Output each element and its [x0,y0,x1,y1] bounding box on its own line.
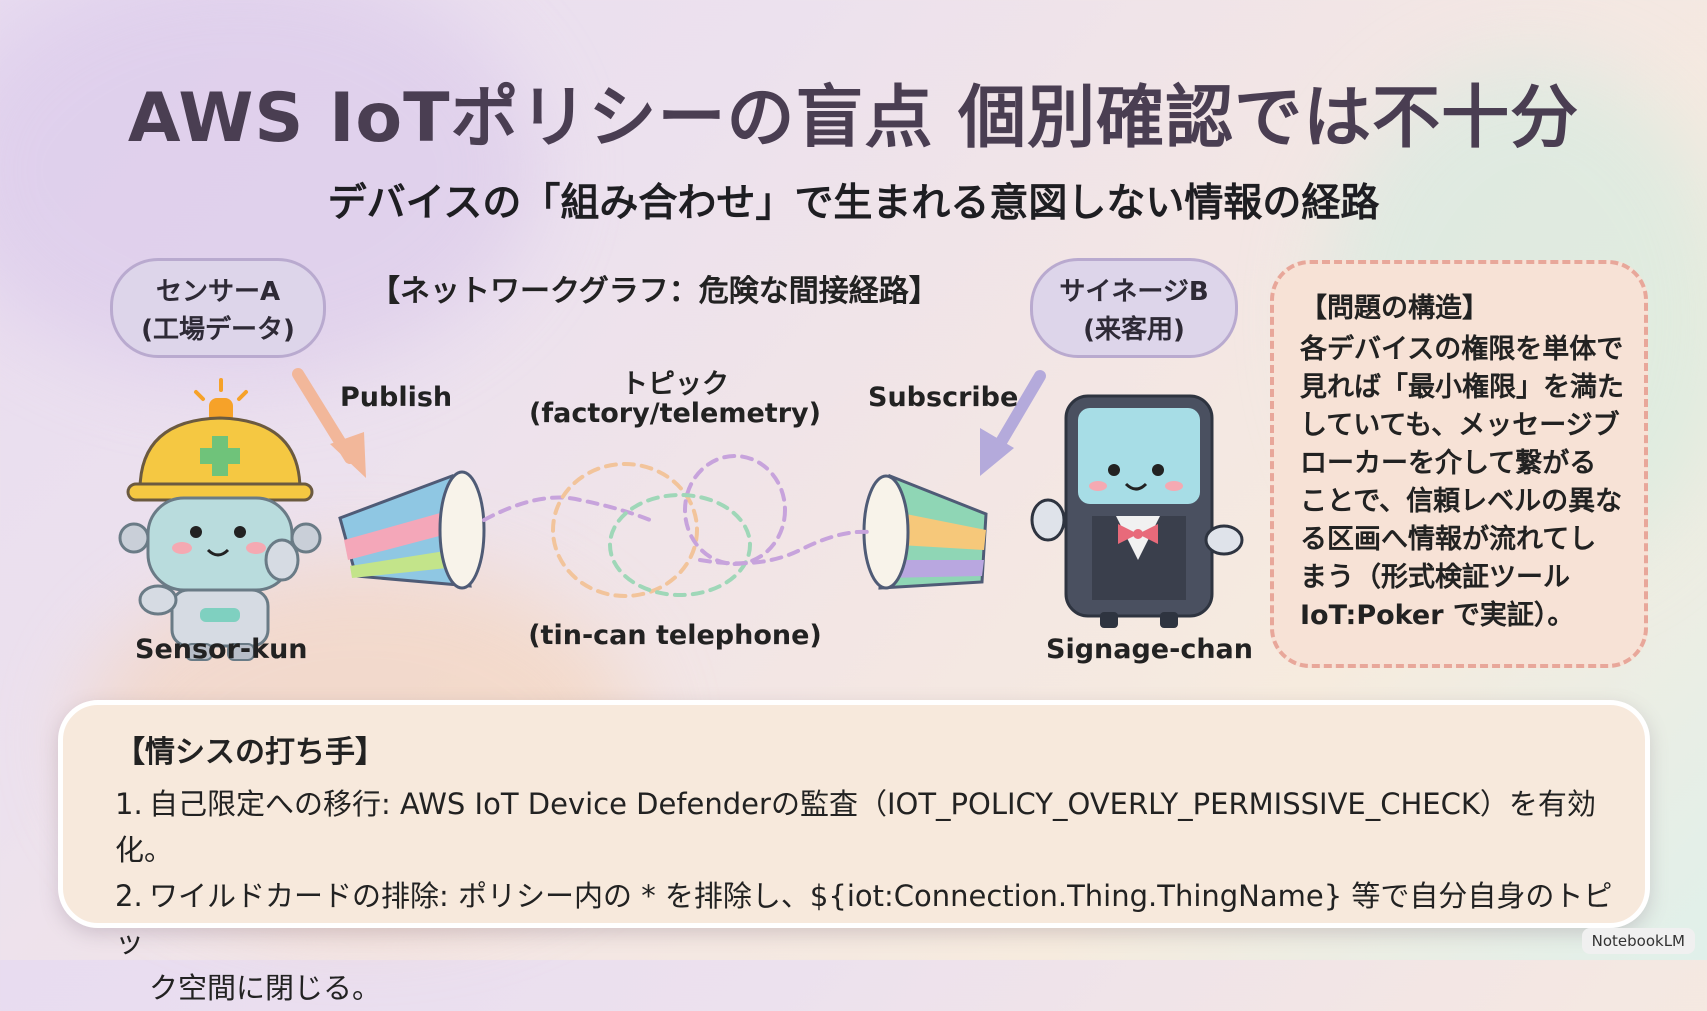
network-graph-heading: 【ネットワークグラフ：危険な間接経路】 [370,274,939,309]
problem-structure-box: 【問題の構造】 各デバイスの権限を単体で 見れば「最小権限」を満た していても、… [1270,260,1648,668]
signage-b-pill-line2: (来客用) [1083,315,1185,345]
sensor-a-pill-line1: センサーA [155,277,281,307]
problem-line: 見れば「最小権限」を満た [1300,372,1624,403]
solution-item-2: 2.ワイルドカードの排除: ポリシー内の * を排除し、${iot:Connec… [115,873,1615,965]
subscribe-label: Subscribe [868,382,1019,413]
solution-item-2-text: ワイルドカードの排除: ポリシー内の * を排除し、${iot:Connecti… [115,879,1613,959]
topic-path-label: (factory/telemetry) [529,398,821,429]
problem-line: ことで、信頼レベルの異な [1300,486,1623,517]
tin-can-caption: (tin-can telephone) [528,620,822,651]
right-tin-can-cup [862,473,988,590]
page-title: AWS IoTポリシーの盲点 個別確認では不十分 [127,79,1580,158]
network-illustration [118,368,1244,661]
sensor-a-pill-line2: (工場データ) [141,315,295,345]
publish-arrow [292,368,366,478]
subscribe-arrow [980,370,1046,476]
left-tin-can-cup [338,470,486,590]
solution-heading: 【情シスの打ち手】 [115,735,385,770]
problem-line: ローカーを介して繋がる [1300,448,1597,479]
solution-item-2-continuation: ク空間に閉じる。 [149,971,382,1005]
solution-box: 【情シスの打ち手】 1.自己限定への移行: AWS IoT Device Def… [58,700,1650,1005]
signage-b-pill: サイネージB (来客用) [1030,258,1238,358]
signage-b-pill-line1: サイネージB [1059,277,1209,307]
page-subtitle: デバイスの「組み合わせ」で生まれる意図しない情報の経路 [327,181,1380,226]
solution-item-2-number: 2. [115,879,143,913]
solution-item-1-text: 自己限定への移行: AWS IoT Device Defenderの監査（IOT… [115,787,1596,867]
publish-label: Publish [340,382,453,413]
problem-line: 各デバイスの権限を単体で [1300,334,1624,365]
problem-line: まう（形式検証ツール [1300,562,1570,593]
sensor-kun-name: Sensor-kun [135,634,308,665]
notebooklm-watermark: NotebookLM [1581,928,1695,954]
tangled-topic-string [482,454,870,598]
problem-body: 各デバイスの権限を単体で 見れば「最小権限」を満た していても、メッセージブ ロ… [1300,331,1628,635]
solution-item-1-number: 1. [115,787,143,821]
solution-item-1: 1.自己限定への移行: AWS IoT Device Defenderの監査（I… [115,781,1615,873]
signage-chan-name: Signage-chan [1046,634,1253,665]
problem-line: る区画へ情報が流れてし [1300,524,1597,555]
sensor-a-pill: センサーA (工場データ) [110,258,326,358]
topic-label: トピック [621,369,729,400]
signage-chan-character [1030,394,1244,628]
problem-heading: 【問題の構造】 [1300,293,1489,324]
problem-line: していても、メッセージブ [1300,410,1620,441]
problem-line: IoT:Poker で実証）。 [1300,600,1575,631]
sensor-kun-character [118,378,322,661]
